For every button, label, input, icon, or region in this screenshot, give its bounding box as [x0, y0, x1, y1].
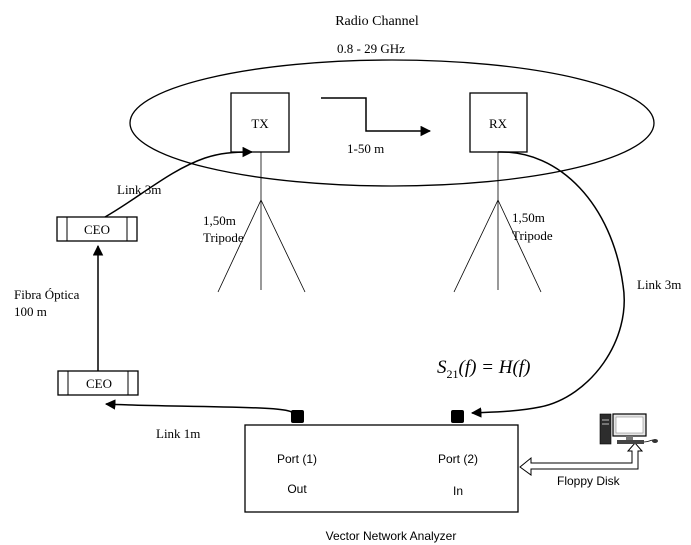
- frequency-range: 0.8 - 29 GHz: [337, 41, 405, 56]
- ceo-top-label: CEO: [84, 222, 110, 237]
- fiber-label-line2: 100 m: [14, 304, 47, 319]
- radio-channel-ellipse: [129, 59, 655, 187]
- ceo-converter-top: CEO: [56, 216, 138, 242]
- floppy-disk-label: Floppy Disk: [557, 474, 621, 488]
- fiber-label-line1: Fibra Óptica: [14, 287, 80, 302]
- port-1-label: Port (1): [277, 452, 317, 466]
- link-rx-label: Link 3m: [637, 277, 681, 292]
- ceo-bottom-label: CEO: [86, 376, 112, 391]
- link-tx-cable: [104, 146, 254, 218]
- tx-height-label: 1,50m: [203, 213, 236, 228]
- port-1-connector: [291, 410, 304, 423]
- data-transfer-arrow: [519, 442, 644, 476]
- rx-antenna-box: [469, 92, 528, 153]
- link-vna-label: Link 1m: [156, 426, 200, 441]
- rx-label: RX: [489, 116, 508, 131]
- port-2-connector: [451, 410, 464, 423]
- transfer-function-equation: S21(f) = H(f): [437, 357, 530, 381]
- ceo-converter-bottom: CEO: [57, 370, 139, 396]
- link-vna-cable: [104, 399, 298, 419]
- distance-label: 1-50 m: [347, 141, 384, 156]
- rx-tripod-label: Tripode: [512, 228, 553, 243]
- port-2-direction: In: [453, 484, 463, 498]
- rx-height-label: 1,50m: [512, 210, 545, 225]
- rx-tripod: [453, 152, 542, 293]
- link-rx-cable: [470, 151, 625, 418]
- port-2-label: Port (2): [438, 452, 478, 466]
- vector-network-analyzer: [244, 424, 519, 513]
- computer-icon: [599, 413, 658, 445]
- distance-arrow: [321, 97, 432, 137]
- link-tx-label: Link 3m: [117, 182, 161, 197]
- vna-caption: Vector Network Analyzer: [326, 529, 457, 543]
- tx-label: TX: [251, 116, 269, 131]
- tx-tripod: [217, 152, 306, 293]
- tx-tripod-label: Tripode: [203, 230, 244, 245]
- tx-antenna-box: [230, 92, 290, 153]
- radio-channel-title: Radio Channel: [335, 14, 419, 29]
- port-1-direction: Out: [287, 482, 307, 496]
